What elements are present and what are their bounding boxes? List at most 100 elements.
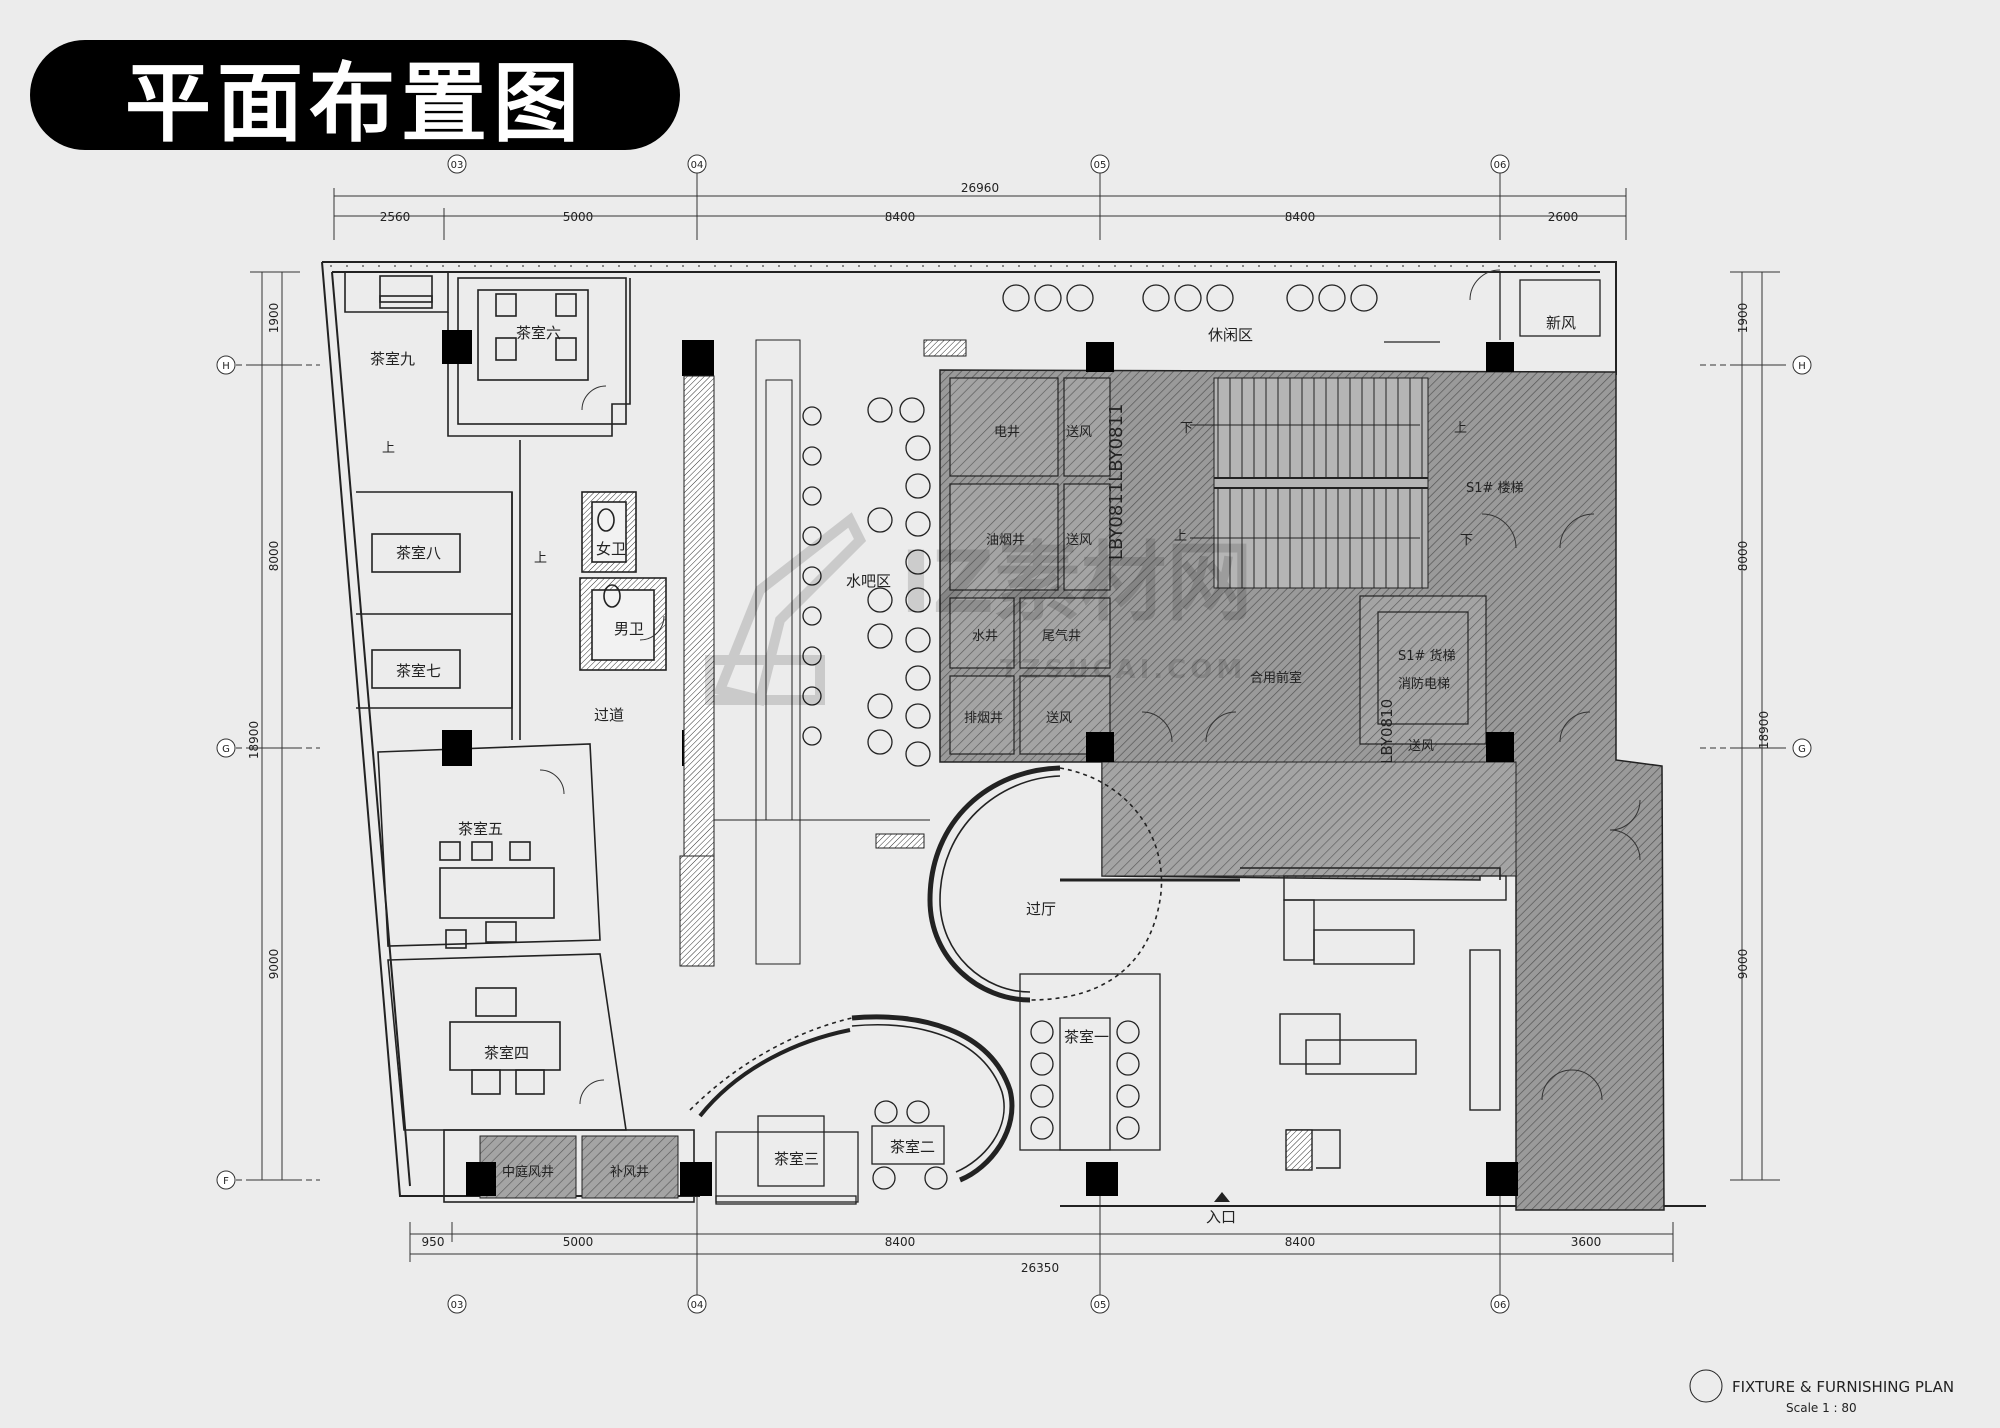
- label-supply-air-2: 送风: [1066, 533, 1092, 548]
- left-dim-1: 1900: [267, 303, 281, 334]
- label-corridor: 过道: [594, 706, 624, 724]
- label-tea6: 茶室六: [516, 324, 561, 342]
- label-shared-front: 合用前室: [1250, 670, 1302, 686]
- grid-col-06-bottom: 06: [1494, 1300, 1507, 1311]
- vertical-code: LBY0811LBY0811: [1106, 404, 1127, 560]
- watermark-logo-icon: [705, 512, 867, 707]
- bar-stools: [802, 406, 822, 746]
- left-total-dim: 18900: [247, 721, 261, 759]
- label-tea9: 茶室九: [370, 350, 415, 368]
- plan-title: FIXTURE & FURNISHING PLAN: [1732, 1378, 1954, 1396]
- water-bar: [679, 339, 967, 967]
- label-up-1: 上: [382, 441, 395, 456]
- label-elec-shaft: 电井: [994, 425, 1020, 440]
- top-total-dim: 26960: [961, 181, 999, 195]
- label-leisure: 休闲区: [1208, 326, 1253, 344]
- watermark-main: IZ素材网: [900, 533, 1252, 633]
- label-supply-air-3: 送风: [1046, 711, 1072, 726]
- grid-row-g-right: G: [1798, 744, 1806, 755]
- label-tea2: 茶室二: [890, 1138, 935, 1156]
- room-labels: 茶室九 茶室六 茶室八 茶室七 茶室五 茶室四 茶室三 茶室二 茶室一 女卫 男…: [370, 314, 1576, 1226]
- label-makeup-shaft: 补风井: [610, 1165, 649, 1180]
- grid-row-g-left: G: [222, 744, 230, 755]
- hall-walls: [689, 765, 1501, 1183]
- label-smoke-exhaust: 排烟井: [964, 711, 1003, 726]
- plan-footer: FIXTURE & FURNISHING PLAN Scale 1 : 80: [1689, 1369, 1954, 1415]
- label-supply-air-4: 送风: [1408, 739, 1434, 754]
- label-female-wc: 女卫: [596, 540, 626, 558]
- label-up-2: 上: [534, 551, 547, 566]
- toilets: [579, 491, 667, 671]
- label-smoke-shaft: 油烟井: [986, 533, 1025, 548]
- core-labels: 电井 送风 油烟井 送风 水井 尾气井 排烟井 送风 S1# 楼梯 合用前室 S…: [382, 421, 1524, 1180]
- bottom-dim-3: 8400: [885, 1235, 916, 1249]
- service-core: [939, 342, 1665, 1211]
- top-dim-2: 5000: [563, 210, 594, 224]
- label-down-1: 下: [1180, 421, 1193, 436]
- leisure-chairs: [1002, 272, 1601, 343]
- right-dim-3: 9000: [1736, 949, 1750, 980]
- page-title: 平面布置图: [125, 53, 585, 154]
- label-up-3: 上: [1454, 421, 1467, 436]
- left-rooms: [344, 272, 695, 1203]
- watermark-sub: TZSUCAI.COM: [1000, 655, 1246, 685]
- label-stair: S1# 楼梯: [1466, 481, 1524, 496]
- grid-row-f-left: F: [223, 1176, 229, 1187]
- grid-col-05-bottom: 05: [1094, 1300, 1107, 1311]
- label-male-wc: 男卫: [614, 620, 644, 638]
- label-fresh-air: 新风: [1546, 314, 1576, 332]
- label-tea5: 茶室五: [458, 820, 503, 838]
- top-dim-3: 8400: [885, 210, 916, 224]
- right-middle-block: [1279, 875, 1507, 1171]
- label-fire-elevator: 消防电梯: [1398, 676, 1450, 692]
- label-up-4: 上: [1174, 529, 1187, 544]
- label-water-bar: 水吧区: [846, 572, 891, 590]
- label-tea1: 茶室一: [1064, 1028, 1109, 1046]
- bottom-total-dim: 26350: [1021, 1261, 1059, 1275]
- grid-row-h-left: H: [222, 361, 230, 372]
- door-swings: [539, 269, 1641, 1105]
- tea-rooms-bottom: [715, 973, 1161, 1205]
- grid-col-04-bottom: 04: [691, 1300, 704, 1311]
- bottom-dim-2: 5000: [563, 1235, 594, 1249]
- label-down-2: 下: [1460, 533, 1473, 548]
- label-entrance: 入口: [1206, 1208, 1236, 1226]
- entrance-marker-icon: [1214, 1192, 1230, 1202]
- right-dim-2: 8000: [1736, 541, 1750, 572]
- grid-col-03-bottom: 03: [451, 1300, 464, 1311]
- grid-bubbles: 03 04 05 06 03 04 05 06 H G F H G: [216, 154, 1812, 1314]
- bottom-dim-1: 950: [422, 1235, 445, 1249]
- left-columns: [442, 330, 1518, 1196]
- label-exhaust-shaft: 尾气井: [1042, 628, 1081, 644]
- vertical-code-2: LBY0810: [1378, 699, 1396, 764]
- top-dim-4: 8400: [1285, 210, 1316, 224]
- bottom-dim-4: 8400: [1285, 1235, 1316, 1249]
- dimension-texts: 26960 2560 5000 8400 8400 2600 26350 950…: [247, 181, 1771, 1275]
- grid-row-h-right: H: [1798, 361, 1806, 372]
- grid-col-06-top: 06: [1494, 160, 1507, 171]
- lounge-chairs: [867, 397, 931, 767]
- label-tea3: 茶室三: [774, 1150, 819, 1168]
- stair: [1190, 377, 1429, 589]
- left-dim-3: 9000: [267, 949, 281, 980]
- label-tea8: 茶室八: [396, 544, 441, 562]
- label-courtyard-shaft: 中庭风井: [502, 1164, 554, 1180]
- label-elevator: S1# 货梯: [1398, 648, 1456, 664]
- top-dim-1: 2560: [380, 210, 411, 224]
- left-dim-2: 8000: [267, 541, 281, 572]
- top-dim-5: 2600: [1548, 210, 1579, 224]
- label-tea7: 茶室七: [396, 662, 441, 680]
- label-water-shaft: 水井: [972, 629, 998, 644]
- grid-col-05-top: 05: [1094, 160, 1107, 171]
- label-supply-air-1: 送风: [1066, 425, 1092, 440]
- label-hall: 过厅: [1026, 900, 1056, 918]
- right-dim-1: 1900: [1736, 303, 1750, 334]
- grid-col-04-top: 04: [691, 160, 704, 171]
- plan-scale: Scale 1 : 80: [1786, 1401, 1857, 1415]
- label-tea4: 茶室四: [484, 1044, 529, 1062]
- bottom-dim-5: 3600: [1571, 1235, 1602, 1249]
- watermark: IZ素材网 TZSUCAI.COM: [705, 512, 1252, 707]
- right-total-dim: 18900: [1757, 711, 1771, 749]
- title-banner: 平面布置图: [30, 40, 680, 154]
